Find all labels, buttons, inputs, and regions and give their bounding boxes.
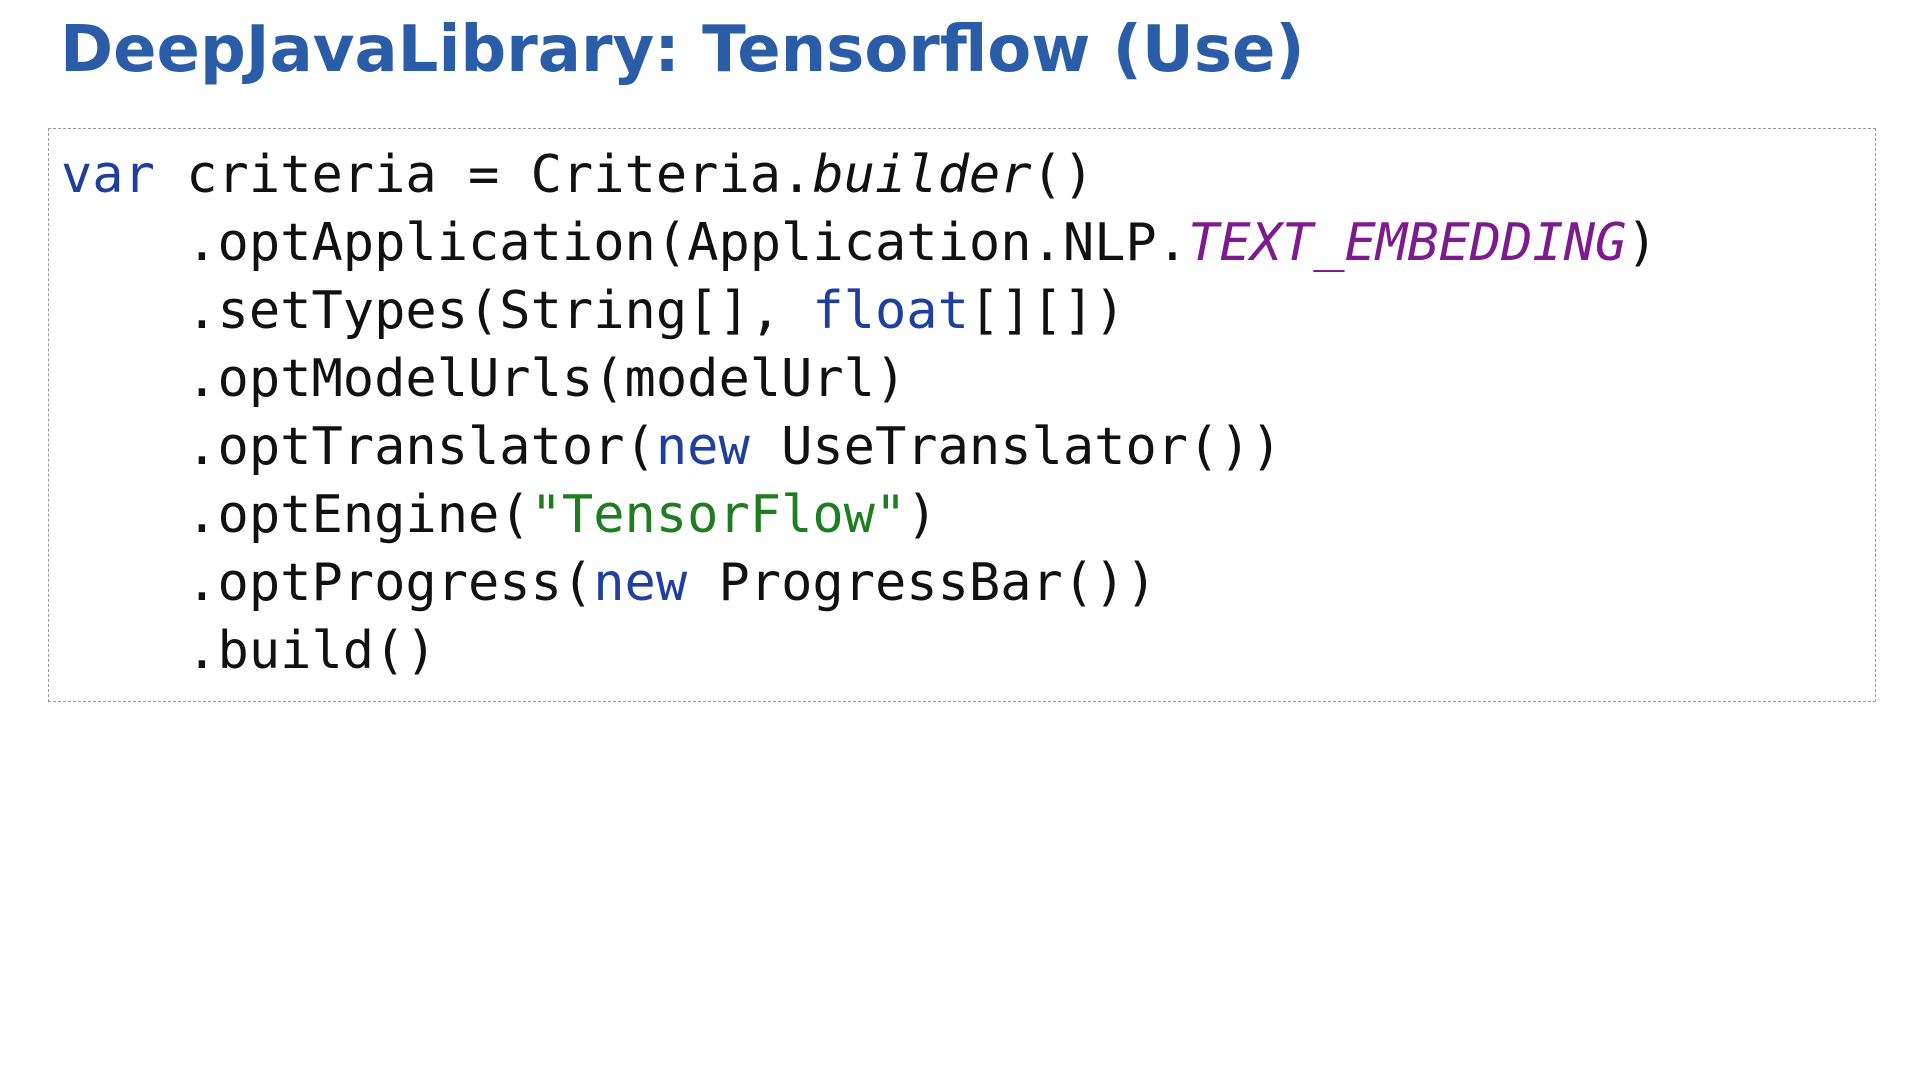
string-engine: "TensorFlow" [530,485,907,545]
code-line-5: .optTranslator(new UseTranslator()) [61,413,1658,481]
code-line-3: .setTypes(String[], float[][]) [61,277,1658,345]
indent [61,281,186,341]
keyword-var: var [61,145,155,205]
code-line-7: .optProgress(new ProgressBar()) [61,549,1658,617]
constant-text-embedding: TEXT_EMBEDDING [1188,213,1627,273]
code-text: .optEngine( [186,485,531,545]
code-line-1: var criteria = Criteria.builder() [61,141,1658,209]
code-text: ) [906,485,938,545]
code-text: criteria = Criteria. [154,145,813,205]
indent [61,621,186,681]
keyword-new: new [593,553,688,613]
indent [61,485,186,545]
code-listing: var criteria = Criteria.builder() .optAp… [61,141,1658,685]
code-text: .optApplication(Application.NLP. [186,213,1189,273]
method-builder: builder [812,145,1032,205]
indent [61,553,186,613]
code-text: .optProgress( [186,553,594,613]
code-text: .build() [186,621,437,681]
slide-title: DeepJavaLibrary: Tensorflow (Use) [60,13,1305,87]
code-block: var criteria = Criteria.builder() .optAp… [48,128,1876,702]
code-text: .optTranslator( [186,417,656,477]
indent [61,349,186,409]
code-line-8: .build() [61,617,1658,685]
keyword-new: new [655,417,750,477]
indent [61,417,186,477]
code-text: ProgressBar()) [687,553,1157,613]
code-text: .optModelUrls(modelUrl) [186,349,907,409]
code-line-6: .optEngine("TensorFlow") [61,481,1658,549]
code-text: [][]) [968,281,1126,341]
keyword-float: float [812,281,969,341]
code-text: () [1031,145,1095,205]
code-line-4: .optModelUrls(modelUrl) [61,345,1658,413]
indent [61,213,186,273]
code-text: .setTypes(String[], [186,281,813,341]
code-line-2: .optApplication(Application.NLP.TEXT_EMB… [61,209,1658,277]
code-text: ) [1626,213,1658,273]
code-text: UseTranslator()) [749,417,1282,477]
